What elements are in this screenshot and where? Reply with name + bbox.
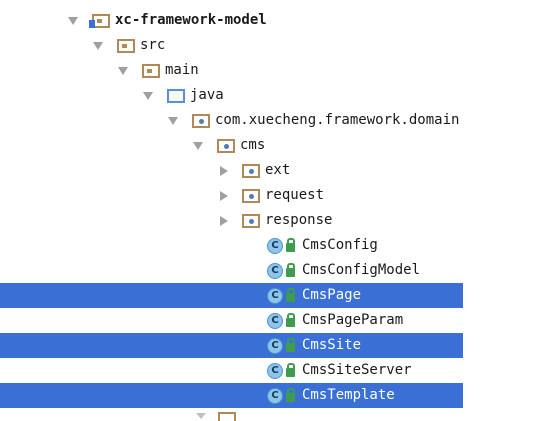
lock-icon — [286, 313, 295, 327]
tree-row-java[interactable]: java — [0, 83, 463, 108]
tree-row-xc-framework-model[interactable]: xc-framework-model — [0, 8, 463, 33]
tree-row-ext[interactable]: ext — [0, 158, 463, 183]
tree-row-label: CmsPageParam — [302, 312, 404, 328]
expand-arrow-icon[interactable] — [220, 190, 228, 201]
tree-row-label: response — [265, 212, 333, 228]
tree-row-label: CmsConfig — [302, 237, 378, 253]
tree-row-label: CmsTemplate — [302, 387, 395, 403]
class-icon: C — [267, 312, 283, 329]
class-icon: C — [267, 362, 283, 379]
collapse-arrow-icon[interactable] — [93, 41, 103, 50]
package-icon — [242, 163, 260, 178]
tree-row-cmssiteserver[interactable]: C CmsSiteServer — [0, 358, 463, 383]
tree-row-cmstemplate[interactable]: C CmsTemplate — [0, 383, 463, 408]
tree-row-src[interactable]: src — [0, 33, 463, 58]
class-icon: C — [267, 287, 283, 304]
tree-row-label: java — [190, 87, 224, 103]
package-icon — [242, 188, 260, 203]
module-folder-icon — [89, 13, 110, 28]
package-icon — [217, 138, 235, 153]
tree-row-label: com.xuecheng.framework.domain — [215, 112, 460, 128]
tree-row-label: request — [265, 187, 325, 203]
class-icon: C — [267, 262, 283, 279]
tree-row-main[interactable]: main — [0, 58, 463, 83]
tree-row-label: main — [165, 62, 199, 78]
tree-row-cmsconfig[interactable]: C CmsConfig — [0, 233, 463, 258]
tree-row-cms[interactable]: cms — [0, 133, 463, 158]
collapse-arrow-icon[interactable] — [118, 66, 128, 75]
class-icon: C — [267, 237, 283, 254]
tree-row-label: CmsPage — [302, 287, 362, 303]
lock-icon — [286, 288, 295, 302]
collapse-arrow-icon[interactable] — [68, 16, 78, 25]
tree-row-label: CmsConfigModel — [302, 262, 421, 278]
tree-row-cmsconfigmodel[interactable]: C CmsConfigModel — [0, 258, 463, 283]
lock-icon — [286, 263, 295, 277]
lock-icon — [286, 338, 295, 352]
expand-arrow-icon[interactable] — [220, 215, 228, 226]
tree-row-label: xc-framework-model — [115, 12, 267, 28]
folder-icon — [142, 63, 160, 78]
collapse-arrow-icon[interactable] — [143, 91, 153, 100]
class-icon: C — [267, 387, 283, 404]
class-icon: C — [267, 337, 283, 354]
tree-row-request[interactable]: request — [0, 183, 463, 208]
tree-row-label: CmsSite — [302, 337, 362, 353]
partially-visible-tree-row — [0, 409, 463, 421]
collapse-arrow-icon[interactable] — [168, 116, 178, 125]
collapse-arrow-icon[interactable] — [193, 141, 203, 150]
expand-arrow-icon[interactable] — [220, 165, 228, 176]
package-icon — [192, 113, 210, 128]
lock-icon — [286, 238, 295, 252]
expand-arrow-icon — [196, 413, 206, 419]
tree-row-cmspageparam[interactable]: C CmsPageParam — [0, 308, 463, 333]
tree-row-label: cms — [240, 137, 266, 153]
tree-row-response[interactable]: response — [0, 208, 463, 233]
tree-row-label: ext — [265, 162, 291, 178]
folder-icon — [218, 412, 236, 421]
tree-row-label: CmsSiteServer — [302, 362, 412, 378]
source-root-folder-icon — [167, 88, 185, 103]
lock-icon — [286, 388, 295, 402]
folder-icon — [117, 38, 135, 53]
tree-row-cmspage[interactable]: C CmsPage — [0, 283, 463, 308]
tree-row-label: src — [140, 37, 166, 53]
tree-row-cmssite[interactable]: C CmsSite — [0, 333, 463, 358]
tree-row-com-xuecheng-framework-domain[interactable]: com.xuecheng.framework.domain — [0, 108, 463, 133]
package-icon — [242, 213, 260, 228]
lock-icon — [286, 363, 295, 377]
